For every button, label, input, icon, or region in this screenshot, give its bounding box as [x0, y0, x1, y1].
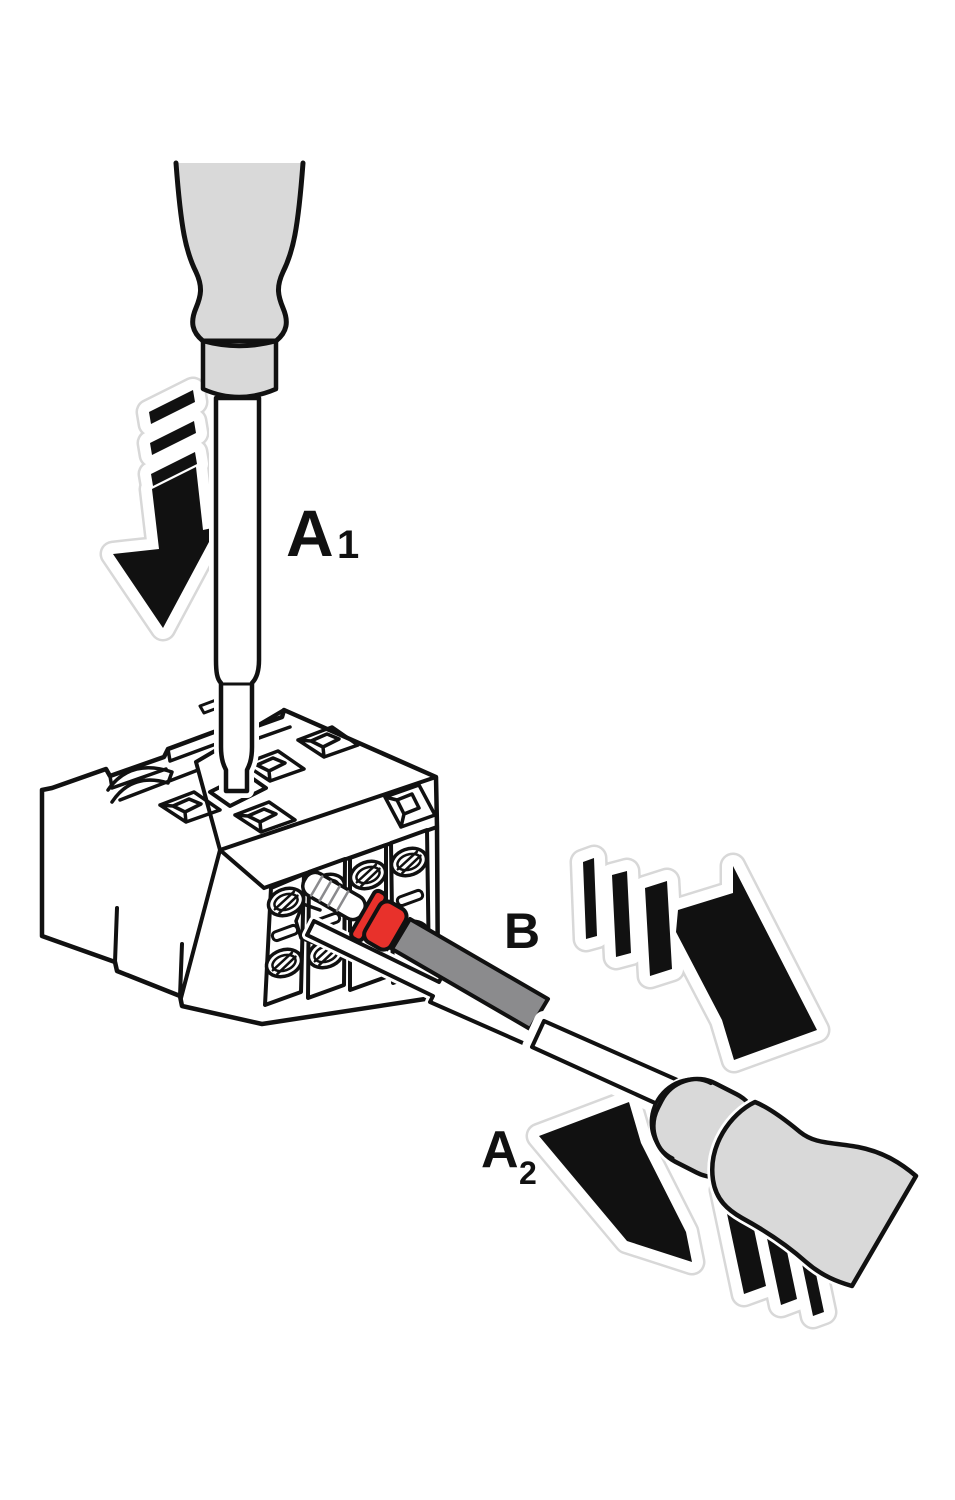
label-a2-subscript: 2 [519, 1155, 537, 1191]
label-a1: A [286, 496, 334, 570]
screwdriver-pressing-down [173, 160, 306, 791]
step-labels: A 1 B A 2 [286, 496, 540, 1191]
vertical-screwdriver-handle [176, 163, 303, 341]
pull-out-arrow [583, 858, 817, 1060]
plug-latch [106, 766, 174, 804]
wire-ferrule-tip [301, 870, 367, 922]
vertical-screwdriver-ferrule [200, 338, 279, 400]
wire-collar [349, 888, 409, 952]
label-a1-subscript: 1 [337, 523, 359, 567]
label-a2: A [481, 1121, 519, 1179]
screwdriver-inserted-front-shank [532, 1021, 921, 1291]
top-funnel-openings [158, 725, 437, 834]
wire-with-red-ferrule [301, 870, 550, 1031]
press-down-arrow [113, 390, 217, 628]
label-b: B [504, 903, 540, 959]
